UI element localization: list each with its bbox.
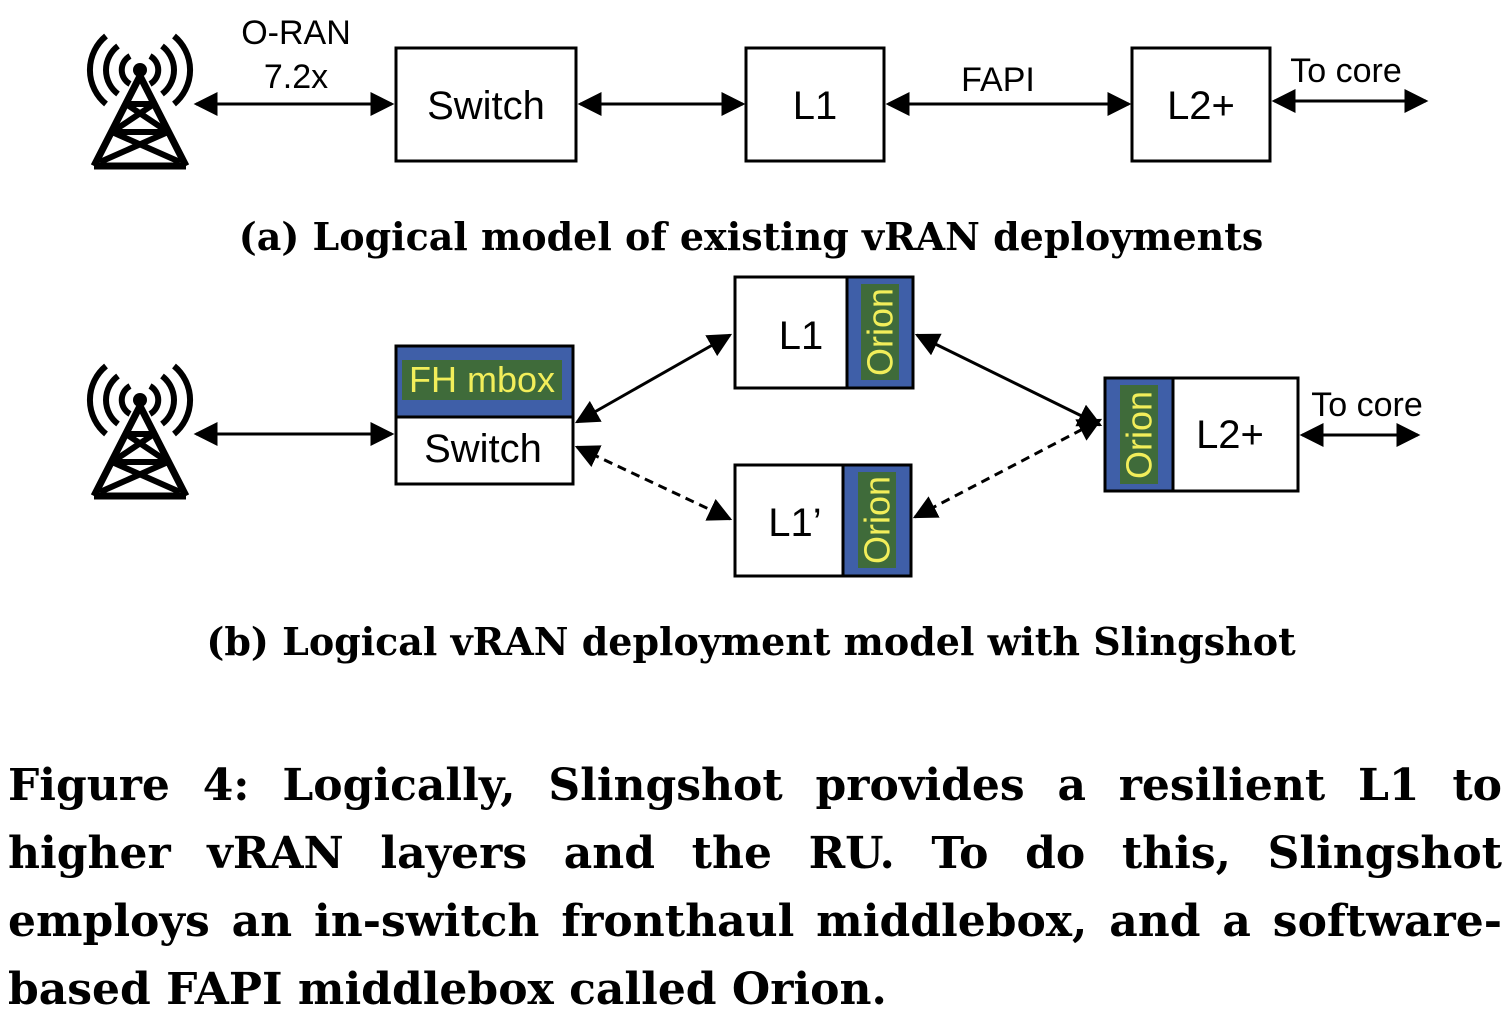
fapi-label: FAPI	[961, 61, 1035, 99]
switch-box	[394, 46, 578, 163]
arrow-l1-l2	[914, 333, 1103, 427]
l1-box	[744, 46, 886, 163]
panel-b-caption: (b) Logical vRAN deployment model with S…	[206, 619, 1296, 664]
l1-prime-label: L1’	[768, 501, 821, 545]
l2-label-b: L2+	[1196, 413, 1264, 457]
arrow-switch-l1	[574, 333, 733, 424]
cell-tower-icon	[90, 36, 190, 166]
cell-tower-icon	[90, 366, 190, 496]
orion-inner-l2	[1120, 385, 1158, 484]
to-core-label: To core	[1290, 52, 1402, 90]
switch-label-b: Switch	[424, 427, 542, 471]
panel-a: O-RAN 7.2x Switch L1 FAPI L2+ To core (a…	[90, 14, 1429, 259]
figure-caption: Figure 4: Logically, Slingshot provides …	[8, 760, 1502, 1015]
l1-label-b: L1	[779, 314, 824, 358]
l1-label: L1	[793, 84, 838, 128]
to-core-label-b: To core	[1311, 386, 1423, 424]
panel-a-caption: (a) Logical model of existing vRAN deplo…	[239, 214, 1264, 259]
orion-inner-l1	[861, 284, 899, 380]
panel-b: FH mbox Switch L1 Orion L1’ Orion Orion …	[90, 275, 1423, 664]
l2-box	[1130, 46, 1272, 163]
oran-label-line2: 7.2x	[264, 58, 328, 96]
arrow-l1-prime-l2	[912, 418, 1103, 519]
orion-inner-l1-prime	[858, 472, 896, 568]
oran-label-line1: O-RAN	[241, 14, 351, 52]
vran-diagram: O-RAN 7.2x Switch L1 FAPI L2+ To core (a…	[0, 14, 1429, 664]
orion-label-l2: Orion	[1119, 391, 1160, 479]
l1-box-b	[733, 275, 849, 390]
l2-box-b	[1171, 376, 1300, 493]
orion-label-l1: Orion	[860, 288, 901, 376]
arrow-switch-l1-prime	[574, 445, 733, 521]
fh-mbox-label: FH mbox	[409, 359, 555, 400]
orion-label-l1-prime: Orion	[857, 476, 898, 564]
fh-mbox-inner	[402, 360, 562, 400]
l2-label: L2+	[1167, 84, 1235, 128]
switch-box-b	[394, 415, 575, 486]
switch-label: Switch	[427, 84, 545, 128]
